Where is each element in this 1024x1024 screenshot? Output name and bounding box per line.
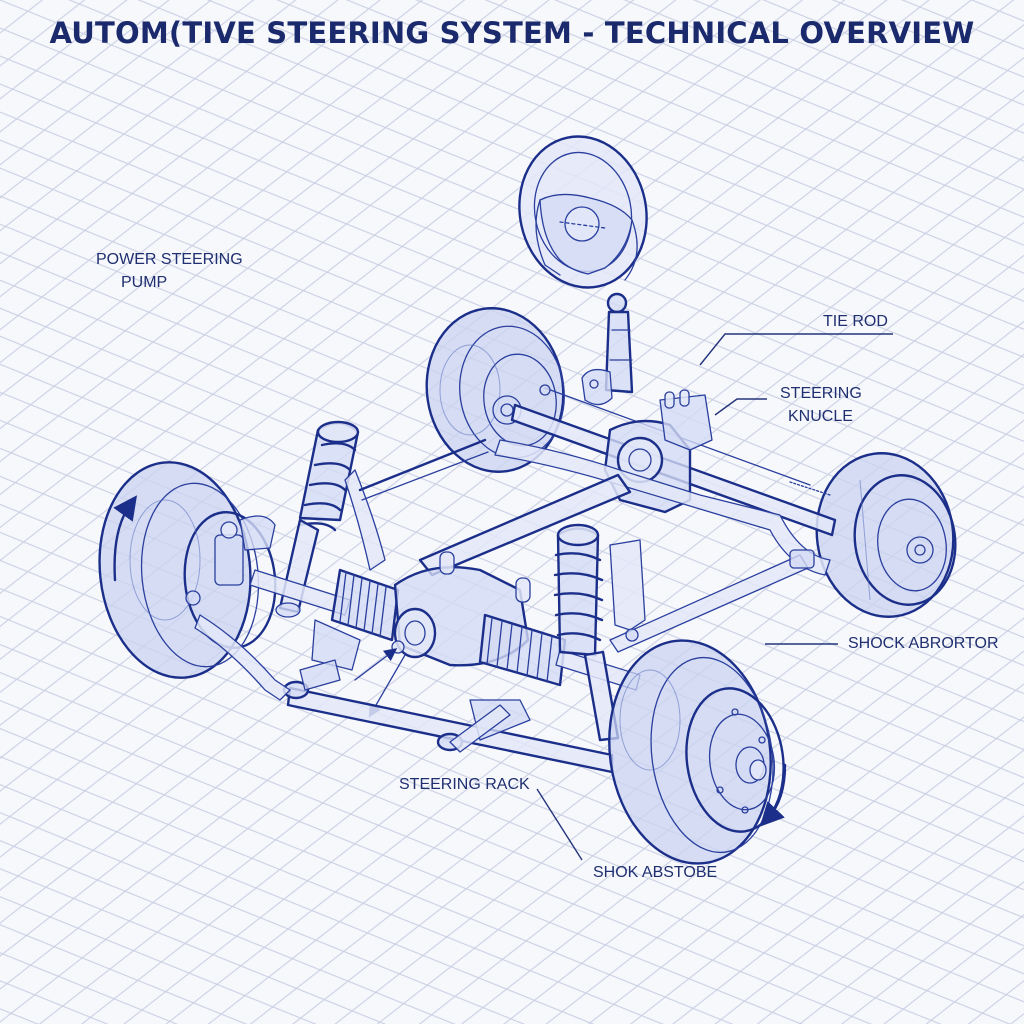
front-right-shock-absorber <box>553 523 646 742</box>
rear-right-wheel <box>815 452 957 618</box>
steering-column <box>581 292 634 406</box>
rack-boot-left <box>330 568 400 642</box>
leader-steering-knuckle <box>714 398 767 416</box>
subframe <box>194 614 614 774</box>
label-steering-knuckle: STEERING KNUCLE <box>780 382 862 428</box>
page-title: AUTOM(TIVE STEERING SYSTEM - TECHNICAL O… <box>49 16 975 50</box>
rack-travel-arrow <box>354 648 398 681</box>
rack-boot-right <box>478 613 567 687</box>
front-right-wheel <box>608 639 787 865</box>
wheel-rotation-arrow-right <box>759 763 787 827</box>
wheel-rotation-arrow-left <box>113 495 138 582</box>
rear-axle-assembly <box>418 384 837 653</box>
steering-wheel <box>518 135 648 289</box>
label-shock-absorber: SHOCK ABRORTOR <box>848 635 999 652</box>
label-power-steering-pump-line1: POWER STEERING <box>96 251 243 268</box>
label-steering-knuckle-line1: STEERING <box>780 385 862 402</box>
label-shok-abstobe: SHOK ABSTOBE <box>593 864 718 881</box>
leader-tie-rod <box>699 333 893 366</box>
label-steering-rack: STEERING RACK <box>399 776 530 793</box>
leader-lines <box>536 333 893 861</box>
label-tie-rod: TIE ROD <box>823 313 888 330</box>
leader-shok-abstobe <box>536 788 583 861</box>
label-steering-knuckle-line2: KNUCLE <box>788 408 853 425</box>
label-power-steering-pump: POWER STEERING PUMP <box>96 248 243 294</box>
label-power-steering-pump-line2: PUMP <box>121 274 168 291</box>
airbag-hub <box>564 206 600 242</box>
